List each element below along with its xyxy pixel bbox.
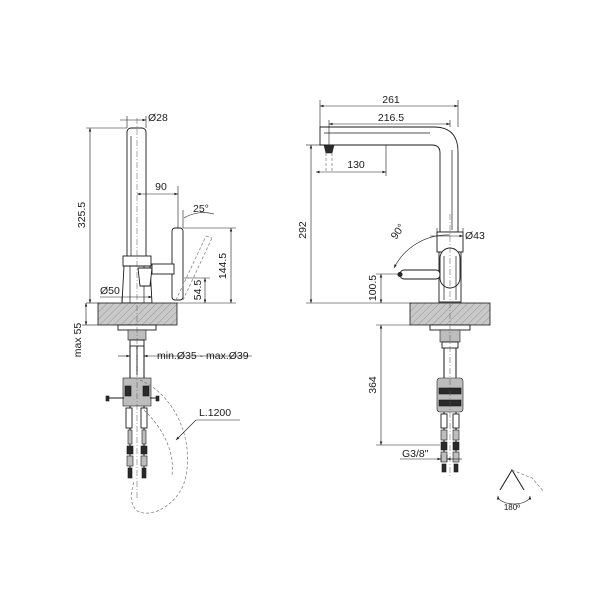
dim-below-counter-label: 364 bbox=[367, 376, 379, 394]
front-view-dim-below-counter: 364 bbox=[367, 324, 440, 446]
front-view-dim-lever-height: 100.5 bbox=[367, 273, 400, 303]
dim-total-height-label: 325.5 bbox=[76, 202, 88, 228]
dim-body-diameter-label: Ø43 bbox=[465, 230, 485, 242]
dim-counter-thickness-label: max 55 bbox=[72, 323, 84, 358]
dim-outlet-offset-label: 130 bbox=[347, 159, 365, 171]
front-view-dim-height: 292 bbox=[297, 144, 410, 304]
side-view-dim-lever-angle: 25° bbox=[182, 203, 215, 228]
side-view-dim-base-diameter: Ø50 bbox=[100, 285, 152, 303]
dim-spout-diameter-label: Ø28 bbox=[148, 112, 168, 124]
side-view-countertop bbox=[97, 302, 178, 326]
side-view-dim-spout-reach: 90 bbox=[137, 181, 179, 228]
side-view-hose bbox=[130, 379, 188, 514]
dim-lever-angle-label: 25° bbox=[193, 203, 209, 215]
rotation-symbol: 180º bbox=[496, 469, 545, 512]
front-view-dim-spout-width: 216.5 bbox=[328, 112, 451, 145]
front-view: 90° 26 bbox=[297, 94, 491, 478]
side-view-dim-base-height: 54.5 bbox=[184, 277, 210, 303]
dim-lever-height-label: 100.5 bbox=[367, 275, 379, 301]
side-view-dim-counter-thickness: max 55 bbox=[72, 303, 98, 357]
side-view-dim-total-height: 325.5 bbox=[76, 127, 127, 304]
front-view-spout bbox=[319, 126, 459, 233]
dim-base-diameter-label: Ø50 bbox=[100, 285, 120, 297]
dim-base-height-label: 54.5 bbox=[192, 280, 204, 301]
dim-total-width-label: 261 bbox=[382, 94, 400, 106]
front-view-lever bbox=[397, 269, 441, 280]
dim-spout-width-label: 216.5 bbox=[378, 112, 404, 124]
dim-height-label: 292 bbox=[297, 221, 309, 239]
dim-hole-label: min.Ø35 - max.Ø39 bbox=[157, 350, 249, 362]
front-view-dim-connection: G3/8" bbox=[400, 448, 462, 462]
front-view-dim-body-diameter: Ø43 bbox=[430, 228, 485, 242]
dim-connection-label: G3/8" bbox=[402, 448, 429, 460]
side-view-fittings bbox=[105, 324, 160, 479]
side-view-dim-spout-diameter: Ø28 bbox=[120, 112, 168, 128]
rotation-angle-label: 180º bbox=[504, 503, 520, 512]
side-view-dim-hole: min.Ø35 - max.Ø39 bbox=[118, 346, 252, 362]
dim-spout-reach-label: 90 bbox=[155, 181, 167, 193]
front-view-dim-total-width: 261 bbox=[319, 94, 459, 127]
front-view-dim-outlet-offset: 130 bbox=[316, 145, 387, 176]
dim-lever-height-label: 144.5 bbox=[217, 253, 229, 279]
dim-hose-length-label: L.1200 bbox=[199, 407, 231, 419]
side-view: 325.5 Ø28 90 25° 144.5 54.5 bbox=[72, 112, 252, 514]
side-view-dim-hose-length: L.1200 bbox=[175, 407, 240, 441]
dim-rotation-angle-label: 90° bbox=[389, 222, 408, 242]
side-view-dim-lever-height: 144.5 bbox=[177, 227, 236, 304]
side-view-lever bbox=[151, 227, 213, 301]
